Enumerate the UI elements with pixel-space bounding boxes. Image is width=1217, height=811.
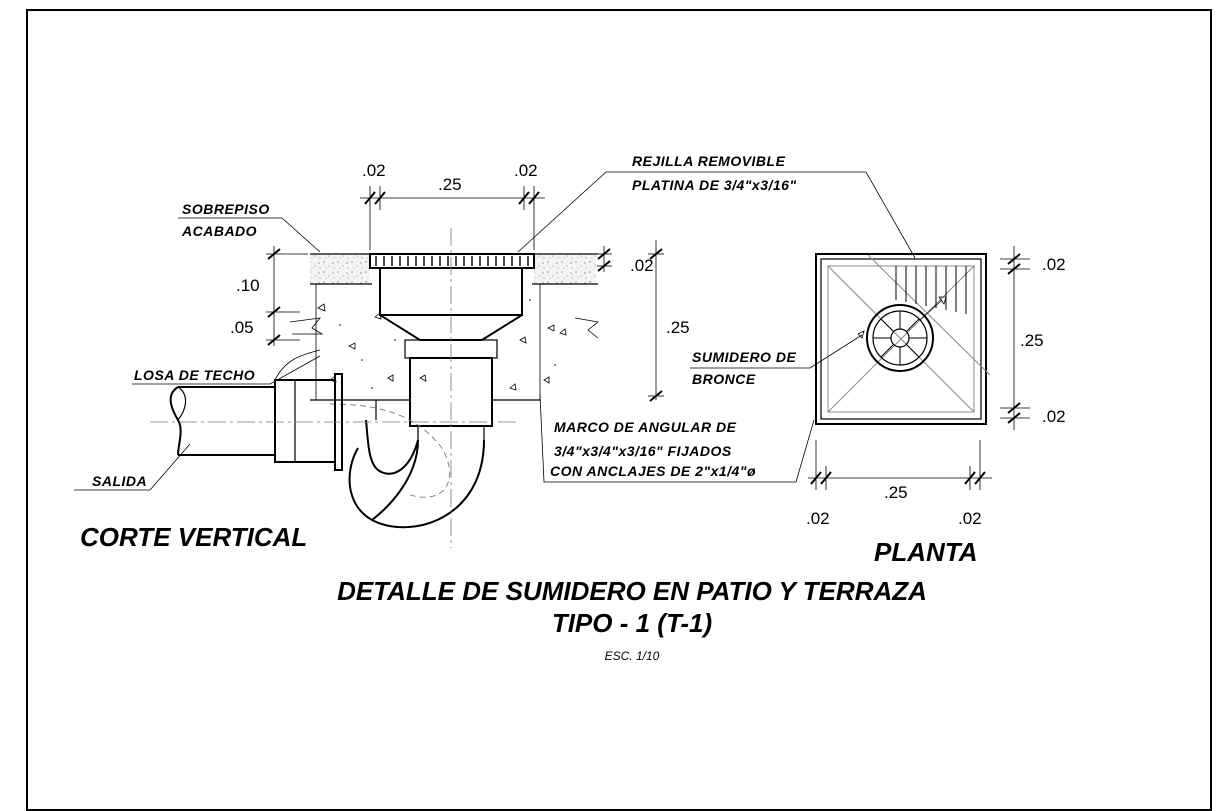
label-roof-slab: LOSA DE TECHO <box>134 367 255 383</box>
dim-drain-depth: .25 <box>666 318 690 337</box>
section-top-dims <box>360 186 545 250</box>
concrete-slab <box>289 284 599 401</box>
dim-plan-right-top: .02 <box>1042 255 1066 274</box>
dim-plan-right-middle: .25 <box>1020 331 1044 350</box>
grate-section <box>369 253 535 269</box>
label-drain-line2: BRONCE <box>692 371 756 387</box>
label-frame-line1: MARCO DE ANGULAR DE <box>554 419 737 435</box>
dim-plan-bottom-middle: .25 <box>884 483 908 502</box>
dim-section-left-top: .02 <box>362 161 386 180</box>
vertical-section <box>74 171 916 548</box>
dim-plan-right-bottom: .02 <box>1042 407 1066 426</box>
dim-section-right-top: .02 <box>514 161 538 180</box>
label-frame-line3: CON ANCLAJES DE 2"x1/4"ø <box>550 463 756 479</box>
detail-title-line2: TIPO - 1 (T-1) <box>552 608 712 638</box>
plan-view <box>690 246 1030 490</box>
label-grate-line2: PLATINA DE 3/4"x3/16" <box>632 177 797 193</box>
label-frame-line2: 3/4"x3/4"x3/16" FIJADOS <box>554 443 732 459</box>
label-grate-line1: REJILLA REMOVIBLE <box>632 153 786 169</box>
detail-title-line1: DETALLE DE SUMIDERO EN PATIO Y TERRAZA <box>337 576 927 606</box>
plan-title: PLANTA <box>874 537 978 567</box>
label-drain-line1: SUMIDERO DE <box>692 349 796 365</box>
dim-floor-depth: .10 <box>236 276 260 295</box>
dim-section-center-top: .25 <box>438 175 462 194</box>
p-trap <box>329 400 485 529</box>
dim-plan-bottom-right: .02 <box>958 509 982 528</box>
label-floor-line2: ACABADO <box>181 223 257 239</box>
outlet-pipe <box>150 349 520 471</box>
section-title: CORTE VERTICAL <box>80 522 307 552</box>
dim-grate-thickness: .02 <box>630 256 654 275</box>
dim-slab-depth: .05 <box>230 318 254 337</box>
label-floor-line1: SOBREPISO <box>182 201 270 217</box>
scale-note: ESC. 1/10 <box>605 649 660 663</box>
floor-finish-layer-left <box>310 254 370 284</box>
section-left-dims <box>266 246 308 346</box>
floor-finish-layer-right <box>534 254 596 284</box>
label-outlet: SALIDA <box>92 473 147 489</box>
section-right-dims <box>597 240 664 402</box>
section-leaders <box>74 171 916 491</box>
sheet-border <box>26 9 1212 811</box>
dim-plan-bottom-left: .02 <box>806 509 830 528</box>
